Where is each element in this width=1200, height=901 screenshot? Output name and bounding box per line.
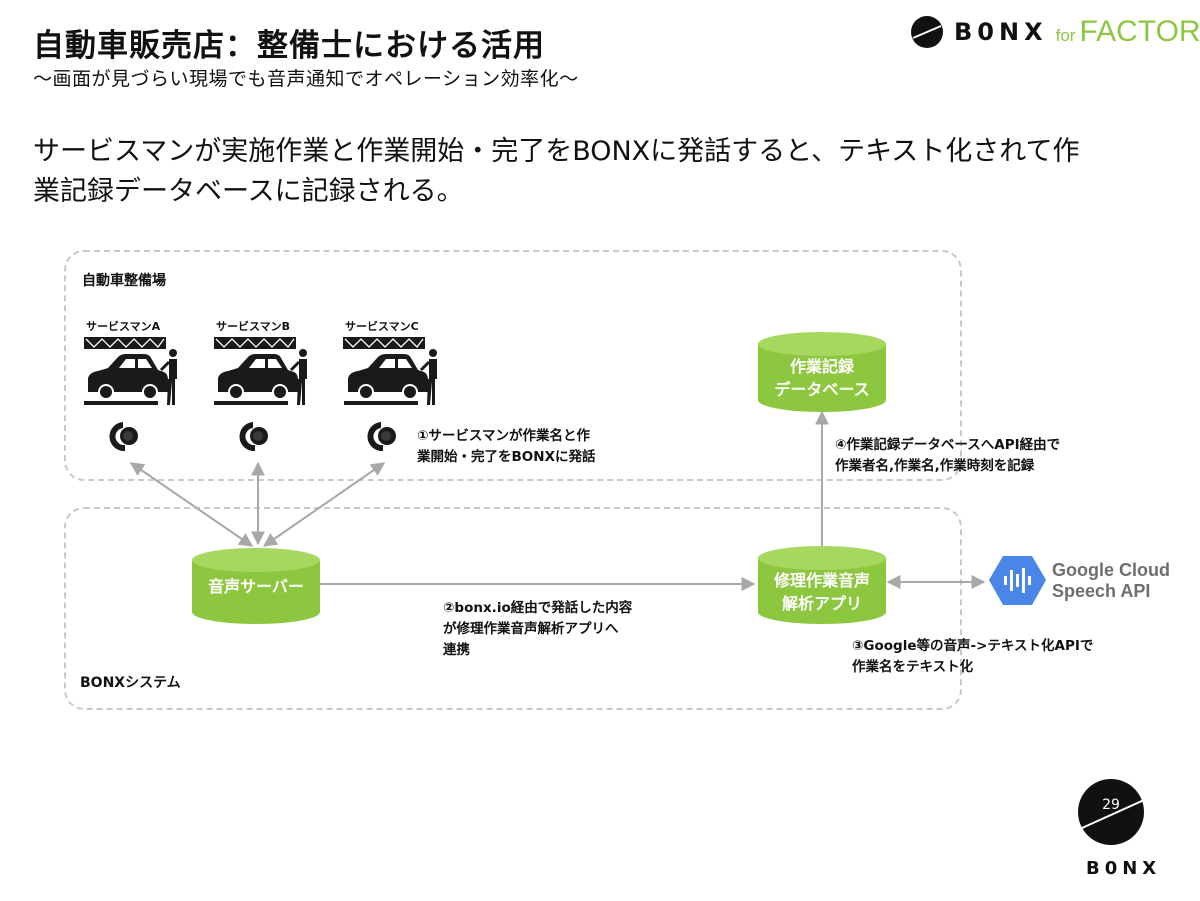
car-mechanic-icon	[82, 347, 179, 407]
analysis-app-cylinder	[758, 546, 886, 624]
lead-text: サービスマンが実施作業と作業開始・完了をBONXに発話すると、テキスト化されて作…	[33, 132, 1173, 212]
google-speech-label: Google Cloud Speech API	[1052, 560, 1170, 601]
serviceman-label-a: サービスマンA	[86, 320, 161, 333]
note-step-2: ②bonx.io経由で発話した内容 が修理作業音声解析アプリへ 連携	[443, 600, 633, 658]
lift-icon	[213, 336, 297, 350]
zone-bonx-system-label: BONXシステム	[80, 675, 181, 691]
voice-server-label: 音声サーバー	[208, 577, 304, 596]
google-speech-icon	[989, 556, 1046, 605]
lead-line-1: サービスマンが実施作業と作業開始・完了をBONXに発話すると、テキスト化されて作	[33, 136, 1080, 167]
lift-icon	[342, 336, 426, 350]
brand-wordmark: B0NX	[954, 18, 1048, 46]
note-step-1: ①サービスマンが作業名と作 業開始・完了をBONXに発話	[417, 428, 596, 465]
analysis-app-label: 修理作業音声 解析アプリ	[773, 571, 870, 613]
note-step-3: ③Google等の音声->テキスト化APIで 作業名をテキスト化	[852, 638, 1094, 675]
page-number: 29	[1102, 797, 1120, 813]
zone-garage-label: 自動車整備場	[82, 273, 166, 289]
zone-bonx-system	[64, 507, 962, 710]
page-title: 自動車販売店：整備士における活用	[33, 28, 545, 64]
footer-wordmark: B0NX	[1086, 858, 1162, 879]
voice-server-cylinder	[192, 548, 320, 624]
earpiece-icon	[367, 422, 396, 452]
page-subtitle: 〜画面が見づらい現場でも音声通知でオペレーション効率化〜	[33, 68, 579, 90]
database-cylinder	[758, 332, 886, 412]
serviceman-label-b: サービスマンB	[216, 320, 291, 333]
car-mechanic-icon	[212, 347, 309, 407]
brand-factory: forFACTORY	[1055, 15, 1200, 48]
lift-icon	[83, 336, 167, 350]
arrow-a-server	[129, 462, 254, 547]
earpiece-icon	[109, 422, 138, 452]
zone-garage	[64, 250, 962, 481]
lead-line-2: 業記録データベースに記録される。	[33, 176, 464, 207]
arrow-c-server	[262, 462, 386, 547]
earpiece-icon	[239, 422, 268, 452]
car-mechanic-icon	[342, 347, 439, 407]
brand-logo: B0NX forFACTORY	[910, 10, 1200, 54]
footer-logo-icon	[1078, 779, 1145, 845]
note-step-4: ④作業記録データベースへAPI経由で 作業者名,作業名,作業時刻を記録	[835, 437, 1061, 474]
bonx-logo-icon	[911, 16, 943, 48]
database-label: 作業記録 データベース	[774, 357, 870, 399]
serviceman-label-c: サービスマンC	[345, 320, 419, 333]
